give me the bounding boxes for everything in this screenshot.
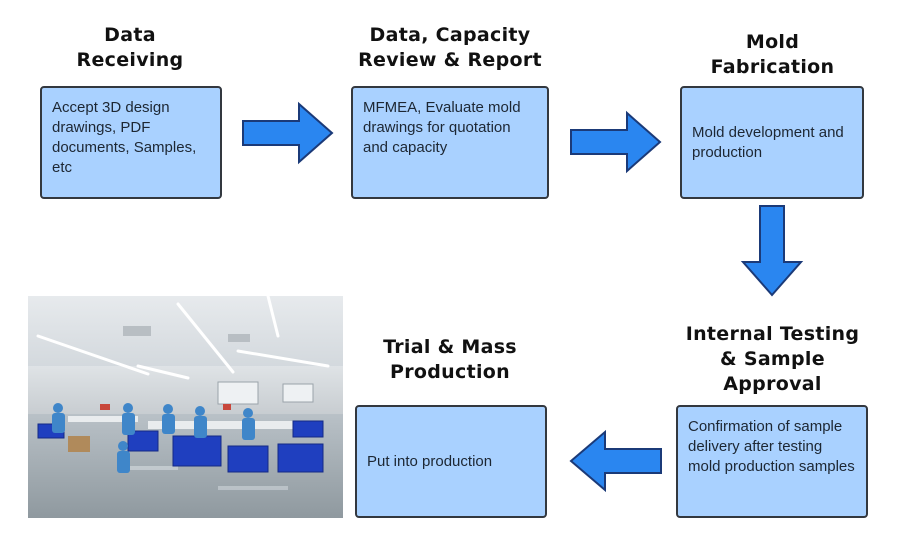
step-5-box: Put into production: [355, 405, 547, 518]
step-2-title: Data, Capacity Review & Report: [358, 24, 542, 71]
step-3-box: Mold development and production: [680, 86, 864, 199]
step-4-box: Confirmation of sample delivery after te…: [676, 405, 868, 518]
step-1-box: Accept 3D design drawings, PDF documents…: [40, 86, 222, 199]
step-1-text: Accept 3D design drawings, PDF documents…: [52, 99, 197, 176]
arrow-right-icon: [570, 110, 662, 174]
step-4-title: Internal Testing & Sample Approval: [685, 323, 860, 395]
step-2-box: MFMEA, Evaluate mold drawings for quotat…: [351, 86, 549, 199]
factory-illustration: [28, 296, 343, 518]
step-1-title: Data Receiving: [76, 24, 184, 71]
step-3-text: Mold development and production: [692, 123, 844, 161]
step-5-title: Trial & Mass Production: [383, 336, 517, 383]
step-3-title: Mold Fabrication: [710, 31, 835, 78]
arrow-down-icon: [740, 205, 804, 297]
factory-photo: [28, 296, 343, 518]
step-5-text: Put into production: [367, 452, 493, 470]
arrow-right-icon: [242, 101, 334, 165]
arrow-left-icon: [569, 429, 662, 493]
step-4-text: Confirmation of sample delivery after te…: [688, 418, 855, 475]
step-2-text: MFMEA, Evaluate mold drawings for quotat…: [363, 99, 521, 156]
